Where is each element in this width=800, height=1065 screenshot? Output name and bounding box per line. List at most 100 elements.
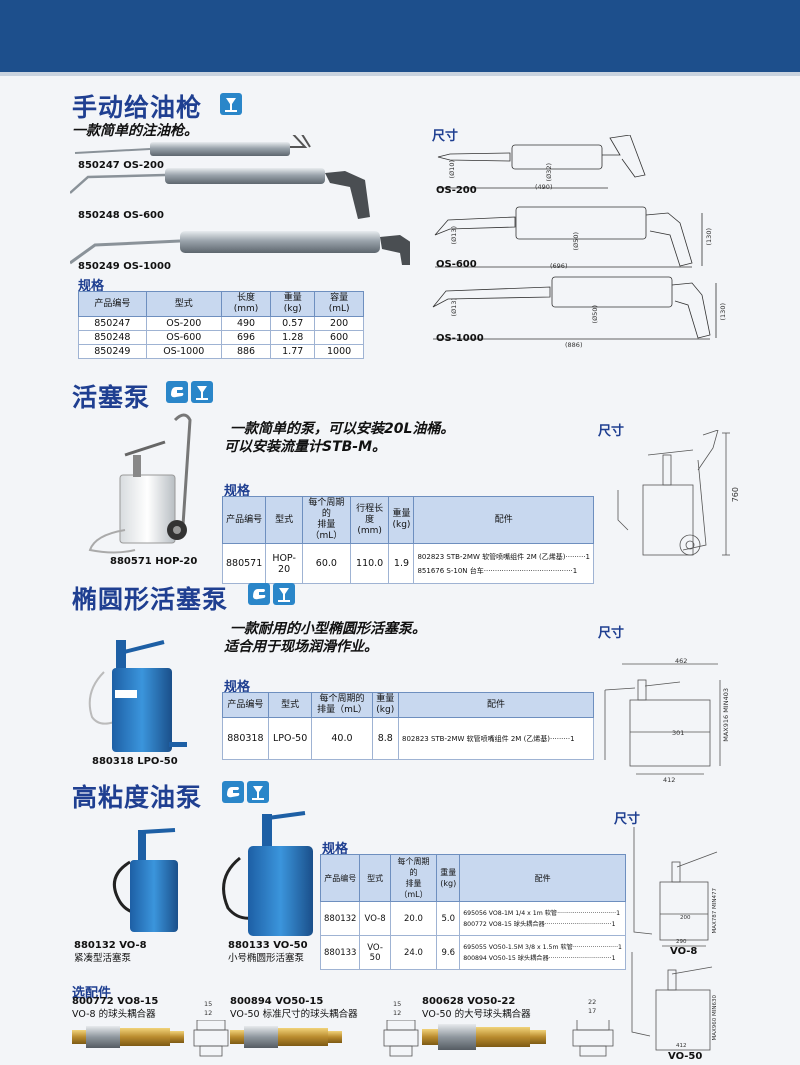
- section3-subtitle2: 适合用于现场润滑作业。: [224, 639, 378, 655]
- th-type: 型式: [145, 291, 222, 317]
- item-850247: 850247 OS-200: [78, 160, 164, 171]
- th-code: 产品编号: [319, 854, 361, 902]
- section4-spec-label: 规格: [322, 842, 349, 857]
- cell: 0.57: [270, 316, 316, 331]
- cell: 886: [220, 344, 272, 359]
- hand-icon: [248, 583, 270, 605]
- grease-gun-dimension-drawings: [432, 135, 717, 340]
- cell: 850249: [78, 344, 147, 359]
- section3-spec-label: 规格: [224, 680, 251, 695]
- hop20-dimension-drawing: [617, 430, 730, 556]
- part2-dim1: 15: [393, 1000, 402, 1008]
- dim-model-os600: OS-600: [436, 259, 477, 270]
- th-type: 型式: [359, 854, 391, 902]
- section2-title: 活塞泵: [72, 383, 151, 412]
- accessory-item: 695055 VO50-1.5M 3/8 x 1.5m 软管··········…: [463, 943, 622, 951]
- th-displacement: 每个周期的 排量（mL）: [301, 496, 351, 544]
- th-type: 型式: [265, 496, 303, 544]
- th-code: 产品编号: [222, 692, 269, 718]
- item-850248: 850248 OS-600: [78, 210, 164, 221]
- cell: 1.77: [270, 344, 316, 359]
- dim-lpo50-mid: 301: [672, 729, 685, 737]
- drop-icon: [273, 583, 295, 605]
- vo8-photo: [112, 828, 178, 932]
- th-type: 型式: [267, 692, 313, 718]
- cell: 850248: [78, 330, 147, 345]
- dim-d1-os1000: (Ø13): [450, 298, 458, 317]
- cell: OS-200: [145, 316, 222, 331]
- table-header-row: 产品编号 型式 每个周期的 排量（mL） 行程长度 (mm) 重量 (kg) 配…: [221, 496, 594, 544]
- dim-vo8-bottom: 290: [676, 939, 687, 945]
- product-hop20-label: 880571 HOP-20: [110, 556, 198, 567]
- cell: 60.0: [301, 543, 351, 584]
- section1-dims-label: 尺寸: [432, 129, 459, 144]
- part-800894-code: 800894 VO50-15: [230, 996, 324, 1007]
- hand-icon: [166, 381, 188, 403]
- coupler-photos: [72, 1020, 614, 1057]
- cell: 110.0: [349, 543, 390, 584]
- cell: VO-50: [359, 935, 391, 970]
- dim-d2-os200: (Ø32): [545, 163, 553, 182]
- parts-label: 选配件: [72, 986, 112, 1001]
- th-weight: 重量 (kg): [371, 692, 400, 718]
- cell: 490: [220, 316, 272, 331]
- dim-lpo50-top: 462: [675, 657, 688, 665]
- dim-hop20-height: 760: [731, 487, 740, 503]
- accessories-cell: 695056 VO8-1M 1/4 x 1m 软管···············…: [459, 901, 626, 936]
- section2-subtitle2: 可以安装流量计STB-M。: [224, 439, 387, 455]
- part3-dim1: 22: [588, 998, 597, 1006]
- cell: OS-600: [145, 330, 222, 345]
- table-row: 880318 LPO-50 40.0 8.8 802823 STB-2MW 软管…: [222, 717, 594, 760]
- section1-spec-label: 规格: [78, 279, 105, 294]
- product-vo8-desc: 紧凑型活塞泵: [74, 953, 132, 964]
- cell: 1.9: [388, 543, 415, 584]
- accessory-item: 695056 VO8-1M 1/4 x 1m 软管···············…: [463, 909, 621, 917]
- section3-subtitle1: 一款耐用的小型椭圆形活塞泵。: [230, 621, 426, 637]
- product-vo50-desc: 小号椭圆形活塞泵: [228, 953, 305, 964]
- th-accessories: 配件: [413, 496, 594, 544]
- section1-subtitle: 一款简单的注油枪。: [72, 123, 198, 139]
- cell: 880318: [222, 717, 269, 760]
- table-header-row: 产品编号 型式 每个周期的 排量（mL） 重量 (kg) 配件: [222, 692, 594, 718]
- drop-icon: [191, 381, 213, 403]
- section2-spec-table: 产品编号 型式 每个周期的 排量（mL） 行程长度 (mm) 重量 (kg) 配…: [221, 496, 594, 584]
- cell: 880133: [319, 935, 361, 970]
- th-displacement: 每个周期的 排量（mL）: [389, 854, 438, 902]
- accessories-cell: 695055 VO50-1.5M 3/8 x 1.5m 软管··········…: [459, 935, 626, 970]
- table-header-row: 产品编号 型式 长度 (mm) 重量 (kg) 容量 (mL): [78, 291, 364, 317]
- th-weight: 重量 (kg): [436, 854, 461, 902]
- dim-length-os600: (696): [550, 262, 568, 270]
- cell: 200: [314, 316, 364, 331]
- th-displacement: 每个周期的 排量（mL）: [311, 692, 373, 718]
- dim-d2-os600: (Ø50): [572, 232, 580, 251]
- cell: 24.0: [389, 935, 438, 970]
- cell: 850247: [78, 316, 147, 331]
- accessory-item: 851676 S-10N 台车·························…: [417, 566, 578, 575]
- th-accessories: 配件: [398, 692, 594, 718]
- banner-divider: [0, 72, 800, 76]
- table-row: 880571 HOP-20 60.0 110.0 1.9 802823 STB-…: [221, 543, 594, 584]
- section4-spec-table: 产品编号 型式 每个周期的 排量（mL） 重量 (kg) 配件 880132 V…: [319, 854, 626, 970]
- table-header-row: 产品编号 型式 每个周期的 排量（mL） 重量 (kg) 配件: [319, 854, 626, 902]
- vo50-photo: [222, 811, 313, 936]
- cell: 5.0: [436, 901, 461, 936]
- part1-dim1: 15: [204, 1000, 213, 1008]
- vo-dimension-drawings: [631, 827, 718, 1051]
- dim-d2-os1000: (Ø50): [591, 305, 599, 324]
- dim-length-os1000: (886): [565, 341, 583, 349]
- th-code: 产品编号: [221, 496, 267, 544]
- cell: 696: [220, 330, 272, 345]
- th-accessories: 配件: [459, 854, 626, 902]
- dim-model-os1000: OS-1000: [436, 333, 484, 344]
- dim-vo50-bottom: 412: [676, 1043, 687, 1049]
- accessories-cell: 802823 STB-2MW 软管喷嘴组件 2M (乙烯基)·········1…: [413, 543, 594, 584]
- cell: 8.8: [371, 717, 400, 760]
- th-capacity: 容量 (mL): [314, 291, 364, 317]
- product-lpo50-label: 880318 LPO-50: [92, 756, 178, 767]
- dim-h-os1000: (130): [719, 303, 727, 321]
- cell: OS-1000: [145, 344, 222, 359]
- section2-dims-label: 尺寸: [598, 424, 625, 439]
